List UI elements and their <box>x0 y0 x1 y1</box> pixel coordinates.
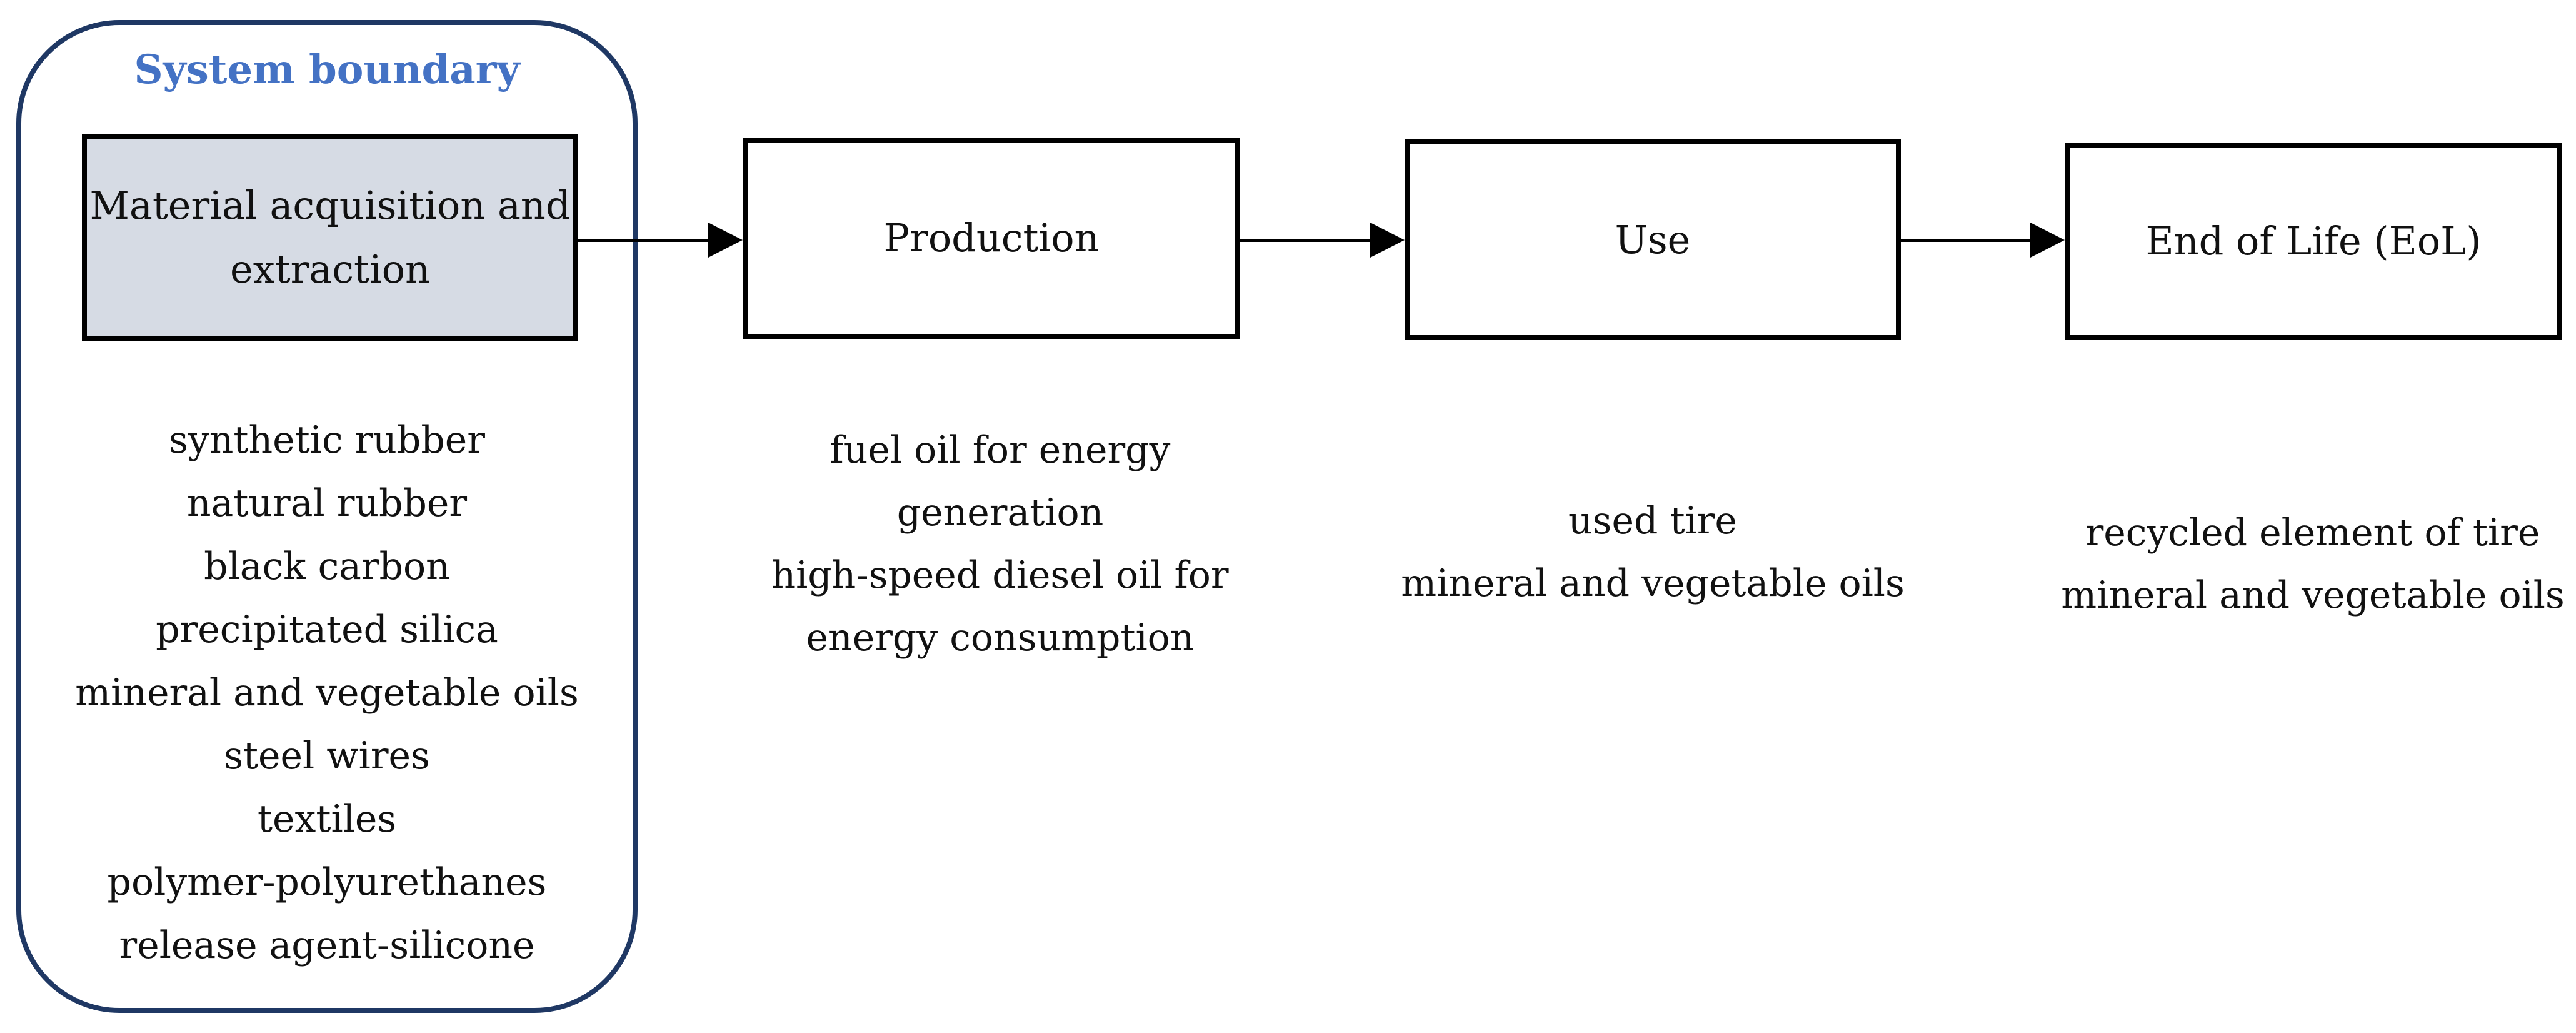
arrow-shaft <box>578 239 713 242</box>
stage-box-material-label-line-2: extraction <box>230 246 430 292</box>
arrow-head-icon <box>2030 223 2065 258</box>
stage-box-use-label: Use <box>1615 216 1691 263</box>
material-item: black carbon <box>204 545 450 588</box>
stage-box-end-of-life-label: End of Life (EoL) <box>2145 218 2482 264</box>
production-item-line: energy consumption <box>806 616 1195 660</box>
use-item-line: used tire <box>1568 499 1737 543</box>
eol-item-line: mineral and vegetable oils <box>2061 573 2565 617</box>
material-item: mineral and vegetable oils <box>75 671 579 715</box>
stage-box-end-of-life: End of Life (EoL) <box>2065 143 2562 340</box>
production-item-line: generation <box>896 491 1104 535</box>
stage-box-production-label: Production <box>883 215 1100 261</box>
flow-arrow-material-to-production <box>578 223 743 258</box>
production-item-line: fuel oil for energy <box>829 428 1171 472</box>
stage-box-material-label-line-1: Material acquisition and <box>89 183 571 228</box>
material-item: steel wires <box>224 734 430 778</box>
stage-box-material-acquisition: Material acquisition and extraction <box>82 134 578 341</box>
material-item: release agent-silicone <box>119 924 535 967</box>
material-stage-item-list: synthetic rubber natural rubber black ca… <box>16 409 638 977</box>
material-item: precipitated silica <box>156 608 498 652</box>
eol-item-line: recycled element of tire <box>2085 511 2540 555</box>
eol-stage-item-list: recycled element of tire mineral and veg… <box>2032 501 2576 627</box>
material-item: textiles <box>257 797 397 841</box>
arrow-shaft <box>1901 239 2035 242</box>
production-stage-item-list: fuel oil for energy generation high-spee… <box>719 419 1281 669</box>
material-item: synthetic rubber <box>169 418 485 462</box>
material-item: polymer-polyurethanes <box>107 860 547 904</box>
arrow-head-icon <box>708 223 743 258</box>
system-boundary-title: System boundary <box>134 46 520 93</box>
arrow-head-icon <box>1370 223 1405 258</box>
use-item-line: mineral and vegetable oils <box>1401 562 1905 605</box>
material-item: natural rubber <box>186 481 468 525</box>
flow-arrow-use-to-eol <box>1901 223 2065 258</box>
production-item-line: high-speed diesel oil for <box>771 553 1229 597</box>
flow-arrow-production-to-use <box>1240 223 1405 258</box>
system-boundary-outline <box>16 20 638 1013</box>
use-stage-item-list: used tire mineral and vegetable oils <box>1371 490 1934 615</box>
stage-box-production: Production <box>743 138 1240 339</box>
stage-box-use: Use <box>1405 139 1901 340</box>
arrow-shaft <box>1240 239 1375 242</box>
